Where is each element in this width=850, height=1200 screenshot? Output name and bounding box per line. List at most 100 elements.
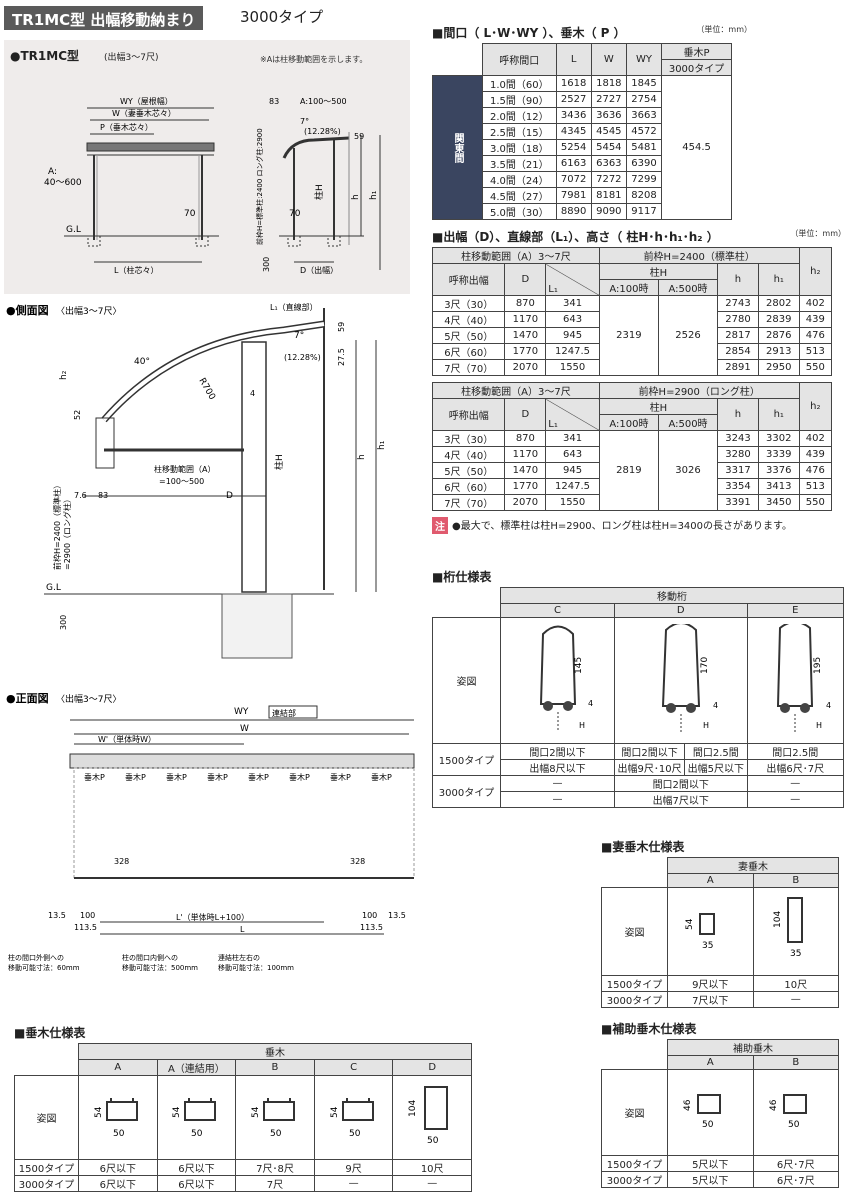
dim-a-range: 40〜600 bbox=[44, 178, 82, 188]
taruki-title: ■垂木仕様表 bbox=[14, 1026, 86, 1040]
note-mark: 注 bbox=[432, 517, 448, 534]
caption3: 連結柱左右の bbox=[218, 953, 260, 962]
svg-text:54: 54 bbox=[172, 1106, 182, 1118]
taruki-label: 垂木P bbox=[330, 772, 351, 782]
dim-328a: 328 bbox=[114, 857, 129, 866]
top-diagram: ●TR1MC型 (出幅3〜7尺) ※Aは柱移動範囲を示します。 WY（屋根幅） … bbox=[4, 40, 410, 294]
svg-text:104: 104 bbox=[773, 911, 783, 928]
keta-title: ■桁仕様表 bbox=[432, 570, 492, 584]
svg-text:54: 54 bbox=[94, 1106, 104, 1118]
tsuma-title: ■妻垂木仕様表 bbox=[601, 840, 685, 854]
svg-text:104: 104 bbox=[408, 1100, 418, 1117]
dim-wy2: WY bbox=[234, 707, 249, 717]
taruki-label: 垂木P bbox=[125, 772, 146, 782]
dim-a: A: bbox=[48, 167, 57, 177]
side-view-label: ●側面図 bbox=[6, 303, 49, 317]
dim-1135a: 113.5 bbox=[74, 923, 97, 932]
taruki-label: 垂木P bbox=[207, 772, 228, 782]
dim-p: P（垂木芯々） bbox=[100, 122, 153, 132]
dim-front: 前枠H=2400（標準柱） bbox=[52, 481, 62, 570]
dim-deg: 7° bbox=[300, 117, 309, 126]
svg-text:54: 54 bbox=[251, 1106, 261, 1118]
dim-pct: (12.28%) bbox=[304, 127, 341, 136]
dim-70b: 70 bbox=[289, 209, 301, 219]
dim-l2: L bbox=[240, 925, 245, 934]
dim-d: D（出幅） bbox=[300, 265, 338, 275]
dim-d2: D bbox=[226, 491, 233, 501]
dim-w2: W bbox=[240, 724, 249, 734]
dim-h1b: h₁ bbox=[377, 440, 387, 450]
dim-h2b: h bbox=[357, 454, 367, 460]
caption1: 柱の間口外側への bbox=[8, 953, 64, 962]
caption1b: 移動可能寸法：60mm bbox=[8, 963, 80, 972]
dim-300b: 300 bbox=[59, 615, 68, 630]
dim-lp: L'（単体時L+100） bbox=[176, 912, 249, 922]
dehaba-unit: （単位：mm） bbox=[790, 229, 846, 238]
dim-135b: 13.5 bbox=[388, 911, 406, 920]
dim-275: 27.5 bbox=[337, 348, 346, 366]
dim-h2: h₂ bbox=[59, 370, 69, 380]
dehaba-title: ■出幅（D）、直線部（L₁）、高さ（ 柱H･h･h₁･h₂ ） bbox=[432, 230, 719, 244]
page-title: TR1MC型 出幅移動納まり bbox=[4, 6, 204, 30]
dim-76: 7.6 bbox=[74, 491, 87, 500]
page-subtitle: 3000タイプ bbox=[240, 8, 324, 26]
dim-range: 柱移動範囲（A） bbox=[154, 464, 215, 474]
dim-83: 83 bbox=[269, 97, 279, 106]
dim-w: W（妻垂木芯々） bbox=[112, 108, 176, 118]
taruki-label: 垂木P bbox=[166, 772, 187, 782]
dim-328b: 328 bbox=[350, 857, 365, 866]
dim-wy: WY（屋根幅） bbox=[120, 96, 173, 106]
front-view-label-small: 〈出幅3〜7尺〉 bbox=[56, 693, 121, 705]
svg-text:54: 54 bbox=[685, 918, 695, 930]
svg-text:54: 54 bbox=[330, 1106, 340, 1118]
svg-text:H: H bbox=[703, 721, 709, 730]
svg-text:50: 50 bbox=[113, 1129, 125, 1139]
dim-r700: R700 bbox=[196, 377, 217, 403]
svg-text:195: 195 bbox=[813, 657, 823, 674]
dim-4: 4 bbox=[250, 389, 255, 398]
taruki-label: 垂木P bbox=[248, 772, 269, 782]
svg-text:H: H bbox=[579, 721, 585, 730]
caption2b: 移動可能寸法：500mm bbox=[122, 963, 198, 972]
gl-label: G.L bbox=[66, 225, 81, 235]
dehaba-note: ●最大で、標準柱は柱H=2900、ロング柱は柱H=3400の長さがあります。 bbox=[452, 521, 793, 532]
dim-wp: W'（単体時W） bbox=[98, 734, 156, 744]
side-view: ●側面図 〈出幅3〜7尺〉 L₁（直線部） 40° R700 7° (12.28… bbox=[4, 300, 410, 670]
dim-59b: 59 bbox=[337, 322, 346, 332]
svg-text:4: 4 bbox=[713, 701, 718, 710]
taruki-label: 垂木P bbox=[371, 772, 392, 782]
svg-text:4: 4 bbox=[588, 699, 593, 708]
top-diagram-label: ●TR1MC型 bbox=[10, 48, 79, 63]
caption2: 柱の間口内側への bbox=[122, 953, 178, 962]
svg-text:35: 35 bbox=[702, 941, 713, 951]
svg-text:35: 35 bbox=[790, 949, 801, 959]
hojo-title: ■補助垂木仕様表 bbox=[601, 1022, 697, 1036]
dim-l: L（柱芯々） bbox=[114, 265, 158, 275]
svg-text:50: 50 bbox=[349, 1129, 361, 1139]
front-view-label: ●正面図 bbox=[6, 691, 49, 705]
side-view-label-small: 〈出幅3〜7尺〉 bbox=[56, 305, 121, 317]
